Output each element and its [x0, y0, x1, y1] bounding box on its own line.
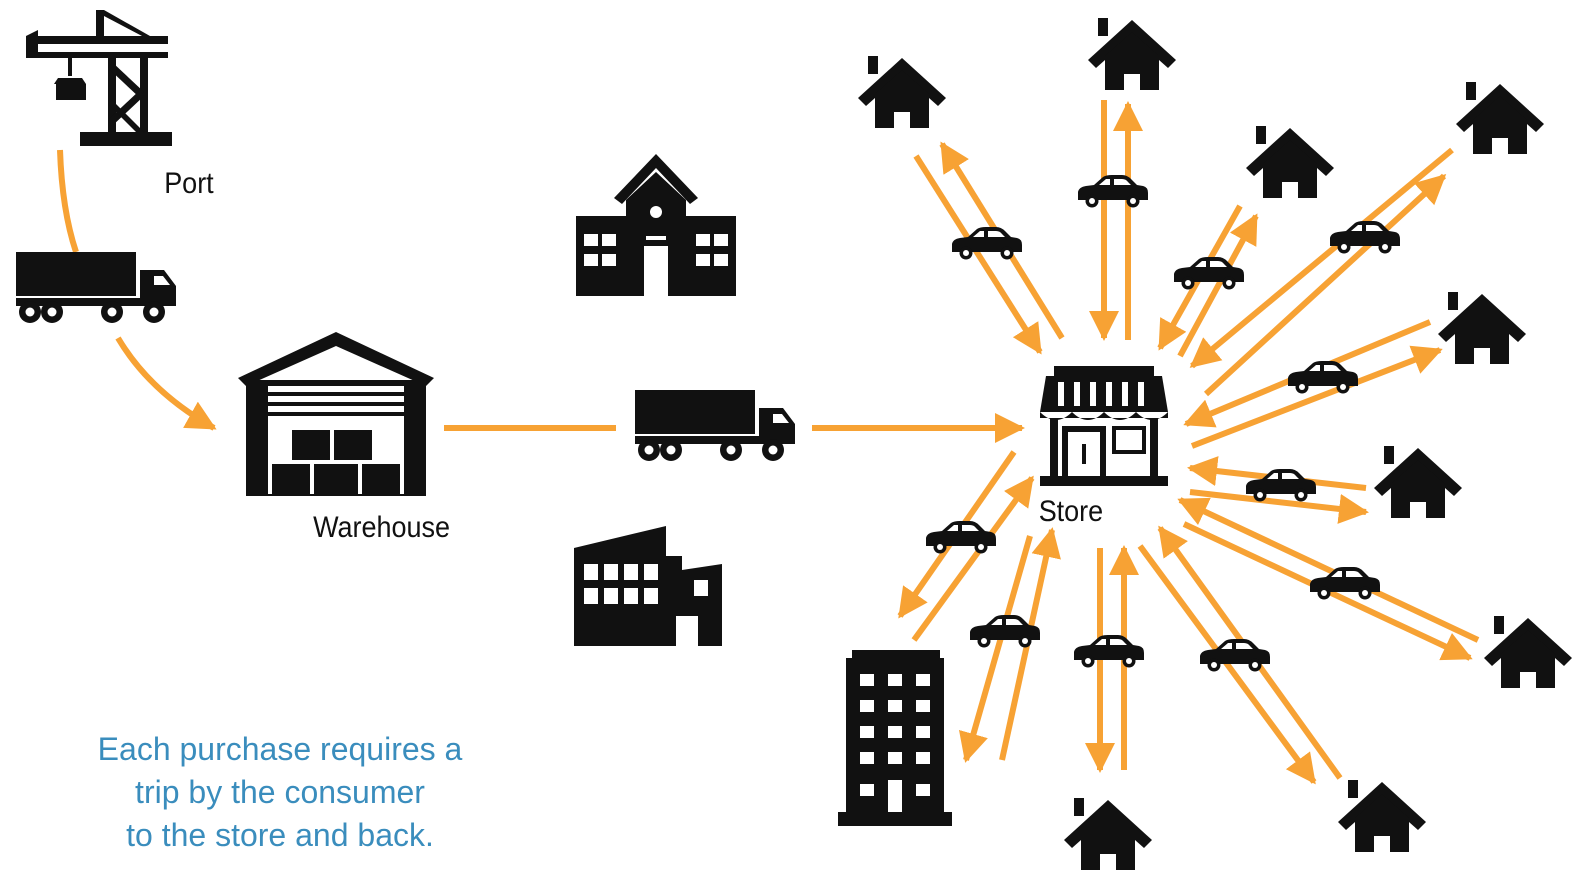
- trip-arrows: [897, 100, 1480, 785]
- house-icon: [1246, 126, 1334, 198]
- apartment-building-icon: [838, 650, 952, 826]
- storefront-icon: [1040, 366, 1168, 486]
- car-icon: [1288, 361, 1358, 394]
- car-icon: [1310, 567, 1380, 600]
- house-icon: [1064, 798, 1152, 870]
- warehouse-icon: [238, 332, 434, 496]
- car-icon: [926, 521, 996, 554]
- car-icon: [1078, 175, 1148, 208]
- crane-icon: [26, 10, 172, 146]
- warehouse-label: Warehouse: [313, 511, 450, 545]
- house-icon: [1438, 292, 1526, 364]
- house-icon: [1088, 18, 1176, 90]
- port-label: Port: [164, 167, 214, 201]
- port-to-truck-line: [57, 149, 79, 253]
- house-icon: [1484, 616, 1572, 688]
- house-icon: [1456, 82, 1544, 154]
- car-icon: [1074, 635, 1144, 668]
- caption-line: to the store and back.: [126, 817, 434, 853]
- caption-line: Each purchase requires a: [97, 731, 463, 767]
- house-icon: [1338, 780, 1426, 852]
- truck-to-warehouse-arrow: [115, 336, 217, 431]
- factory-icon: [574, 526, 722, 646]
- truck-icon: [16, 252, 176, 323]
- school-building-icon: [576, 154, 736, 296]
- store-label: Store: [1039, 495, 1103, 529]
- house-icon: [1374, 446, 1462, 518]
- house-icon: [858, 56, 946, 128]
- truck-icon: [635, 390, 795, 461]
- caption: Each purchase requires a trip by the con…: [40, 728, 520, 857]
- caption-line: trip by the consumer: [135, 774, 425, 810]
